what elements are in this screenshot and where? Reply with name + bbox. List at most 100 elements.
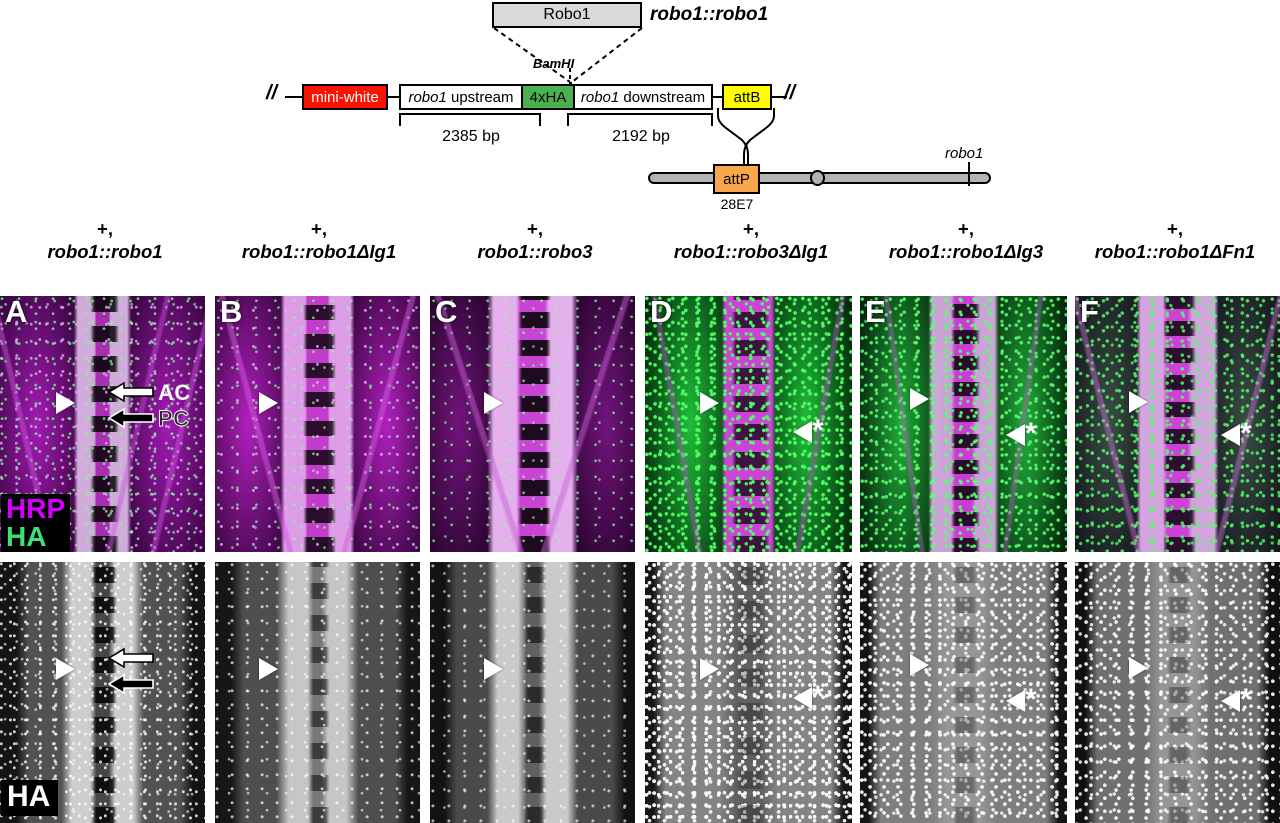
genotype-allele-C: robo1::robo3 xyxy=(477,240,593,262)
genotype-allele-A: robo1::robo1 xyxy=(47,240,163,262)
micrograph-image-F-ha xyxy=(1075,562,1280,823)
micrograph-panel-A-ha[interactable]: HA xyxy=(0,562,205,823)
dashed-connector-lines xyxy=(493,27,643,88)
construct-title: robo1::robo1 xyxy=(650,4,769,25)
arrowhead-E xyxy=(910,388,929,410)
hrp-legend-label: HRP xyxy=(6,493,66,524)
micrograph-image-E-ha xyxy=(860,562,1067,823)
bamhi-site-label: BamHI xyxy=(533,56,575,71)
4xha-label: 4xHA xyxy=(529,88,567,106)
arrowhead-asterisk-E-ha xyxy=(1006,690,1025,712)
ha-channel-badge: HA xyxy=(1,780,59,816)
asterisk-F: * xyxy=(1240,417,1252,450)
channel-legend: HRP HA xyxy=(1,493,71,552)
robo1-downstream-label: robo1 downstream xyxy=(580,88,706,106)
arrowhead-C xyxy=(484,392,503,414)
arrowhead-E-ha xyxy=(910,654,929,676)
micrograph-image-A-ha xyxy=(0,562,205,823)
asterisk-E: * xyxy=(1025,417,1037,450)
genotype-allele-D: robo1::robo3ΔIg1 xyxy=(673,240,829,262)
arrowhead-asterisk-F xyxy=(1221,424,1240,446)
micrograph-image-E xyxy=(860,296,1067,552)
genotype-allele-F: robo1::robo1ΔFn1 xyxy=(1094,240,1256,262)
micrograph-panel-B-ha[interactable] xyxy=(215,562,420,823)
micrograph-image-C-ha xyxy=(430,562,635,823)
arrowhead-F-ha xyxy=(1129,657,1148,679)
micrograph-panel-F[interactable]: F * xyxy=(1075,296,1280,552)
ha-legend-label: HA xyxy=(6,521,47,552)
genotype-header-A: +, robo1::robo1 xyxy=(0,218,210,263)
micrograph-image-F xyxy=(1075,296,1280,552)
downstream-bp-label: 2192 bp xyxy=(612,128,670,145)
micrograph-panel-D[interactable]: D * xyxy=(645,296,852,552)
micrograph-image-C xyxy=(430,296,635,552)
arrowhead-asterisk-D xyxy=(793,421,812,443)
centromere-marker xyxy=(810,170,825,186)
genotype-plus-D: +, xyxy=(743,218,759,239)
arrowhead-C-ha xyxy=(484,658,503,680)
attb-label: attB xyxy=(733,88,761,106)
panel-letter-D: D xyxy=(650,296,673,329)
asterisk-E-ha: * xyxy=(1025,683,1037,716)
panel-letter-C: C xyxy=(435,296,458,329)
asterisk-F-ha: * xyxy=(1240,683,1252,716)
micrograph-panel-E-ha[interactable]: * xyxy=(860,562,1067,823)
pc-arrow-A-ha xyxy=(108,674,154,694)
arrowhead-D-ha xyxy=(700,658,719,680)
genotype-header-E: +, robo1::robo1ΔIg3 xyxy=(860,218,1072,263)
attp-label: attP xyxy=(723,170,750,188)
micrograph-panel-E[interactable]: E * xyxy=(860,296,1067,552)
robo1-protein-label: Robo1 xyxy=(543,6,591,23)
mini-white-box: mini-white xyxy=(302,84,388,110)
genotype-allele-E: robo1::robo1ΔIg3 xyxy=(888,240,1044,262)
robo1-upstream-box: robo1 upstream xyxy=(399,84,523,110)
genotype-header-row: +, robo1::robo1 +, robo1::robo1ΔIg1 +, r… xyxy=(0,218,1280,290)
micrograph-panel-F-ha[interactable]: * xyxy=(1075,562,1280,823)
construct-schematic: Robo1 robo1::robo1 BamHI // mini-white r… xyxy=(0,0,1280,215)
micrograph-image-B xyxy=(215,296,420,552)
micrograph-panel-C-ha[interactable] xyxy=(430,562,635,823)
micrograph-panel-C[interactable]: C xyxy=(430,296,635,552)
bp-brackets xyxy=(399,113,713,126)
attp-site-label: 28E7 xyxy=(720,196,754,212)
genotype-plus-F: +, xyxy=(1167,218,1183,239)
micrograph-panel-B[interactable]: B xyxy=(215,296,420,552)
genotype-plus-C: +, xyxy=(527,218,543,239)
robo1-locus-label: robo1 xyxy=(945,145,984,162)
connector-line-1 xyxy=(285,96,303,98)
arrowhead-asterisk-F-ha xyxy=(1221,690,1240,712)
arrowhead-B xyxy=(259,392,278,414)
ac-arrow-A-ha xyxy=(108,648,154,668)
genotype-plus-A: +, xyxy=(97,218,113,239)
4xha-box: 4xHA xyxy=(521,84,575,110)
arrowhead-B-ha xyxy=(259,658,278,680)
genotype-allele-B: robo1::robo1ΔIg1 xyxy=(241,240,397,262)
robo1-locus-tick xyxy=(968,162,970,186)
arrowhead-A-ha xyxy=(56,658,75,680)
panel-letter-A: A xyxy=(5,296,28,329)
recombination-crossover xyxy=(717,108,775,164)
pc-arrow-A xyxy=(108,408,154,428)
attb-box: attB xyxy=(722,84,772,110)
arrowhead-D xyxy=(700,392,719,414)
flank-slash-right: // xyxy=(784,82,796,104)
ac-label-A: AC xyxy=(158,380,191,405)
upstream-bp-label: 2385 bp xyxy=(442,128,500,145)
genotype-header-B: +, robo1::robo1ΔIg1 xyxy=(212,218,426,263)
connector-line-3 xyxy=(712,96,723,98)
asterisk-D: * xyxy=(812,414,824,447)
genotype-plus-B: +, xyxy=(311,218,327,239)
asterisk-D-ha: * xyxy=(812,680,824,713)
ac-arrow-A xyxy=(108,382,154,402)
micrograph-panel-D-ha[interactable]: * xyxy=(645,562,852,823)
genotype-header-D: +, robo1::robo3ΔIg1 xyxy=(644,218,858,263)
micrograph-panel-A[interactable]: A AC PC HRP HA xyxy=(0,296,205,552)
micrograph-image-D xyxy=(645,296,852,552)
robo1-protein-box: Robo1 xyxy=(492,2,642,28)
arrowhead-F xyxy=(1129,391,1148,413)
arrowhead-asterisk-D-ha xyxy=(793,687,812,709)
attp-box: attP xyxy=(713,164,760,194)
connector-line-2 xyxy=(387,96,400,98)
micrograph-image-D-ha xyxy=(645,562,852,823)
